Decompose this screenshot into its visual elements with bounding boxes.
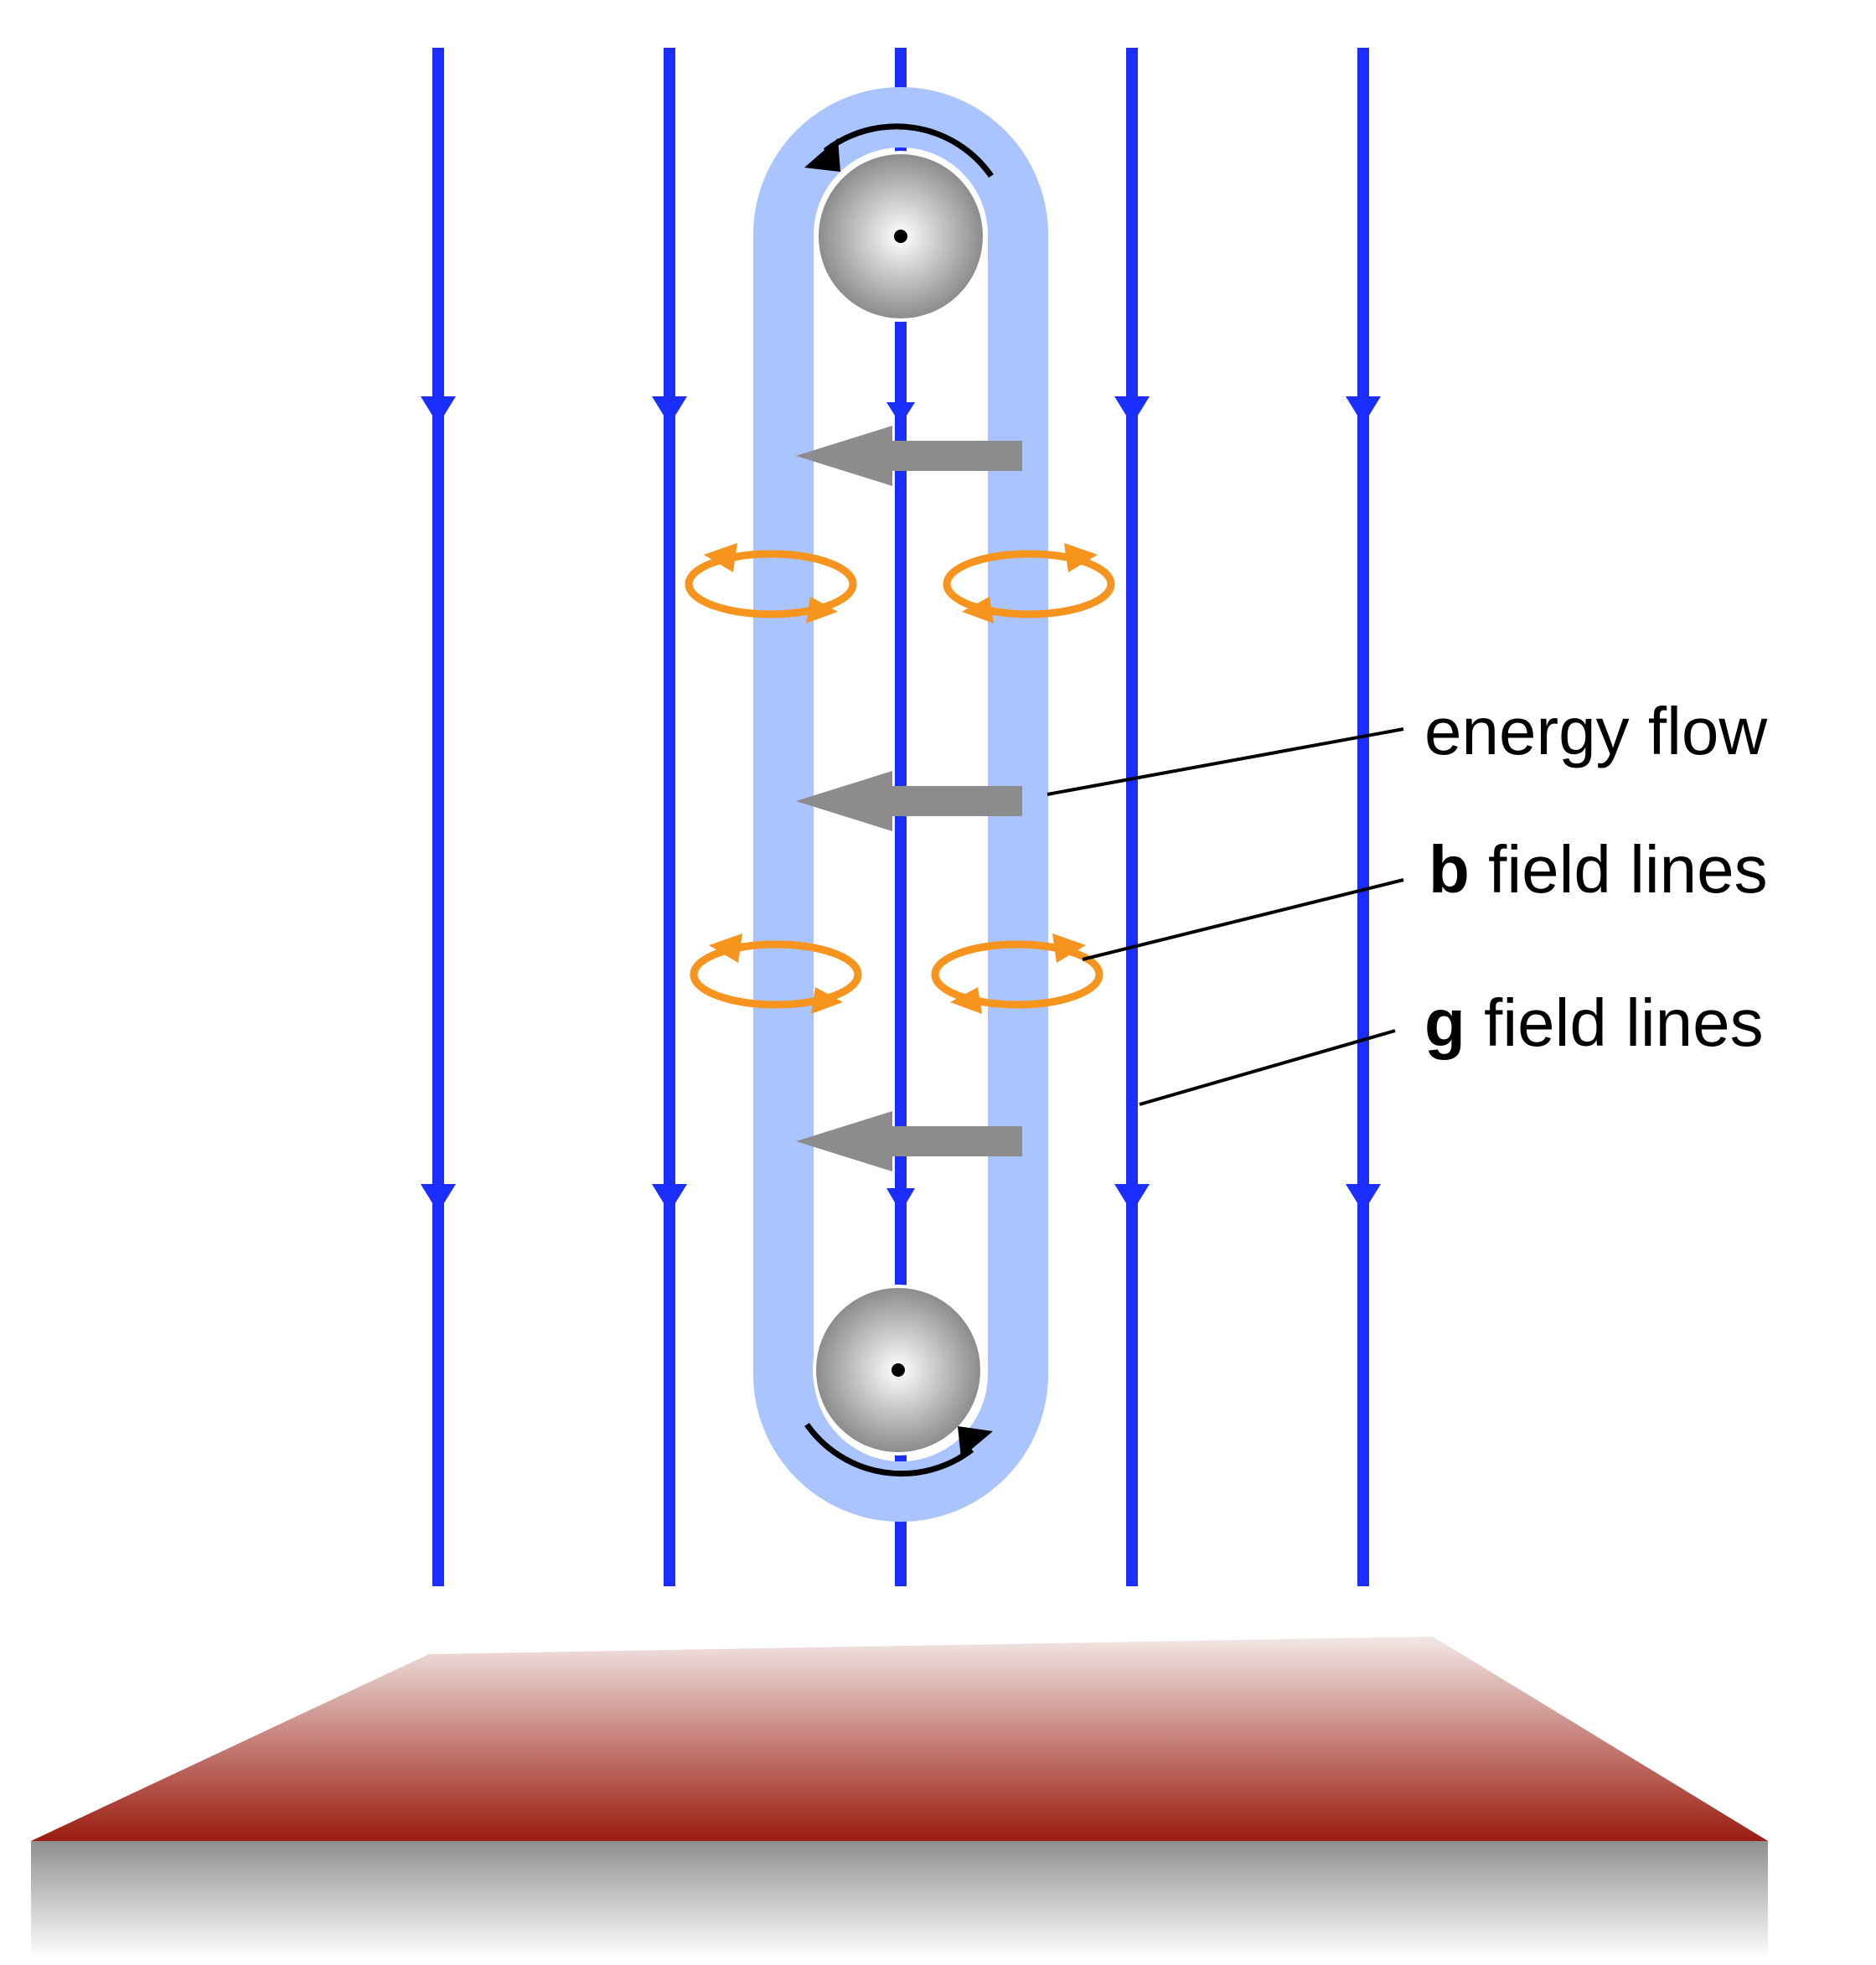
- b-field-loop: [690, 933, 862, 1014]
- counterclockwise-arrow-icon: [804, 1422, 993, 1477]
- g-suffix: field lines: [1465, 985, 1764, 1060]
- energy-flow-arrow: [796, 1111, 1022, 1171]
- belt-loop: [753, 87, 1048, 1522]
- energy-flow-leader: [1047, 727, 1404, 796]
- b-field-loop: [931, 933, 1103, 1014]
- pulley-icon: [815, 151, 986, 322]
- g-field-line: [421, 48, 456, 1586]
- energy-flow-label: energy flow: [1424, 694, 1767, 768]
- g-field-leader: [1139, 1029, 1396, 1106]
- g-symbol: g: [1424, 985, 1465, 1060]
- pulley-icon: [813, 1285, 984, 1456]
- leader-lines: [1047, 727, 1404, 1106]
- g-field-label: g field lines: [1424, 985, 1764, 1060]
- platform-side: [31, 1841, 1768, 1958]
- b-suffix: field lines: [1470, 832, 1768, 907]
- b-field-label: b field lines: [1429, 832, 1768, 907]
- energy-flow-arrow: [796, 771, 1022, 831]
- platform: [31, 1637, 1768, 1958]
- g-field-line: [652, 48, 687, 1586]
- b-symbol: b: [1429, 832, 1470, 907]
- b-field-loop: [685, 543, 857, 623]
- b-field-leader: [1082, 878, 1404, 961]
- platform-top: [31, 1637, 1768, 1841]
- counterclockwise-arrow-icon: [804, 123, 994, 178]
- energy-flow-arrow: [796, 426, 1022, 486]
- g-field-line: [1114, 48, 1150, 1586]
- g-field-line: [1346, 48, 1381, 1586]
- energy-flow-arrows: [796, 426, 1022, 1171]
- b-field-loop: [943, 543, 1115, 623]
- b-field-loops: [685, 543, 1115, 1014]
